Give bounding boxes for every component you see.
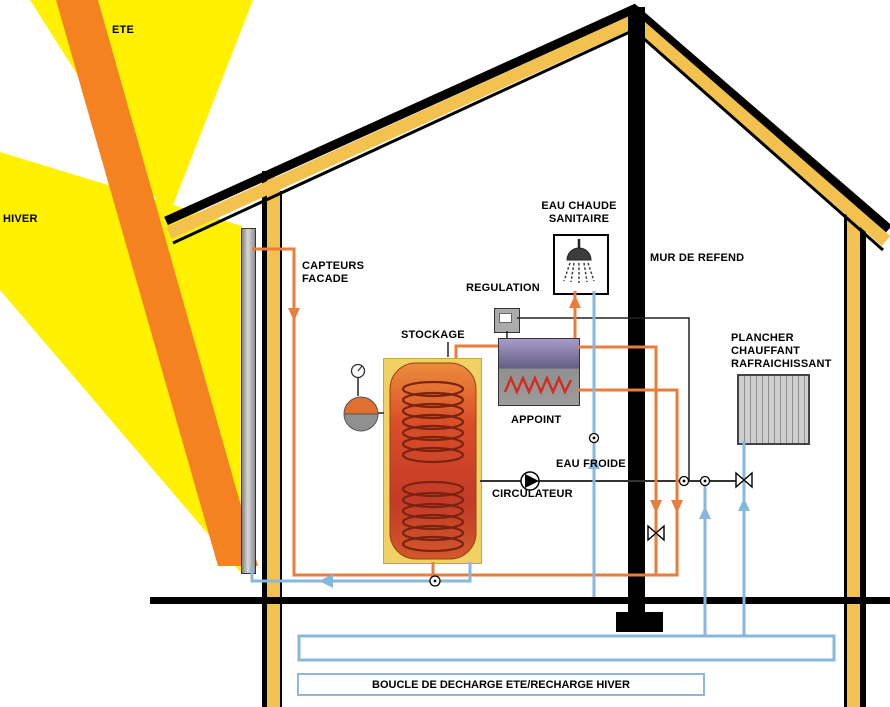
label-capteurs-line2: FACADE: [302, 273, 349, 285]
arrow-down-collector: [288, 308, 300, 321]
controller-display: [499, 313, 512, 323]
shower-symbol-box: [553, 234, 609, 295]
arrow-up-shower: [569, 295, 581, 308]
label-circulateur: CIRCULATEUR: [492, 488, 573, 500]
storage-tank-body: [389, 362, 477, 560]
roof: [164, 3, 890, 252]
right-wall-insulation: [847, 207, 860, 707]
left-wall-inner: [280, 191, 282, 707]
arrow-left-solar-return: [319, 574, 333, 588]
shower-icon: [563, 239, 595, 283]
label-appoint: APPOINT: [511, 414, 562, 426]
backup-heater-box: [498, 338, 580, 406]
label-ecs-line1: EAU CHAUDE: [541, 200, 617, 212]
facade-solar-collector: [241, 228, 256, 574]
label-eau-froide: EAU FROIDE: [556, 458, 626, 470]
left-wall-outer: [262, 171, 267, 707]
expansion-vessel: [343, 396, 379, 432]
label-ecs-line2: SANITAIRE: [548, 213, 610, 225]
label-hiver: HIVER: [3, 213, 38, 225]
arrow-up-loop-1: [699, 506, 711, 519]
refend-wall-footing: [616, 612, 663, 632]
label-plancher-line3: RAFRAICHISSANT: [731, 358, 832, 370]
label-boucle-box: BOUCLE DE DECHARGE ETE/RECHARGE HIVER: [297, 673, 705, 696]
arrow-down-hot-2: [671, 500, 683, 513]
chimney-top: [628, 7, 645, 55]
right-wall-inner: [844, 214, 847, 707]
ground-line: [150, 597, 890, 604]
label-ete: ETE: [112, 24, 134, 36]
underground-loop: [297, 634, 836, 662]
sensors: [429, 432, 711, 587]
arrow-down-hot-1: [650, 500, 662, 513]
valve-floor-circuit: [735, 471, 753, 489]
regulation-controller-box: [494, 308, 520, 333]
refend-wall: [628, 12, 645, 613]
label-capteurs-line1: CAPTEURS: [302, 260, 365, 272]
label-regulation: REGULATION: [466, 282, 540, 294]
arrow-up-loop-2: [738, 498, 750, 511]
sensor-solar-return: [429, 575, 441, 587]
heating-element-zigzag: [503, 374, 573, 396]
circulator-pump: [520, 471, 540, 491]
arrow-up-cold-water: [588, 456, 600, 469]
tank-heat-exchanger-coils: [401, 380, 465, 553]
radiant-floor-panel: [737, 374, 810, 445]
winter-sun-ray: [0, 152, 242, 574]
right-wall-outer: [860, 203, 866, 707]
sensor-heating-1: [678, 475, 690, 487]
sensor-heating-2: [699, 475, 711, 487]
left-wall-insulation: [267, 177, 280, 707]
pressure-gauge: [350, 363, 366, 379]
valve-hot-circuit: [647, 524, 665, 542]
label-stockage: STOCKAGE: [401, 329, 465, 341]
direct-sun-beam: [56, 0, 258, 566]
label-plancher-line1: PLANCHER: [731, 332, 794, 344]
label-plancher-line2: CHAUFFANT: [731, 345, 801, 357]
label-boucle-text: BOUCLE DE DECHARGE ETE/RECHARGE HIVER: [372, 678, 630, 691]
sensor-cold-line: [588, 432, 600, 444]
label-mur-de-refend: MUR DE REFEND: [650, 252, 745, 264]
flow-arrows: [288, 295, 750, 588]
cold-pipes: [250, 291, 836, 662]
hot-pipes: [252, 247, 679, 577]
